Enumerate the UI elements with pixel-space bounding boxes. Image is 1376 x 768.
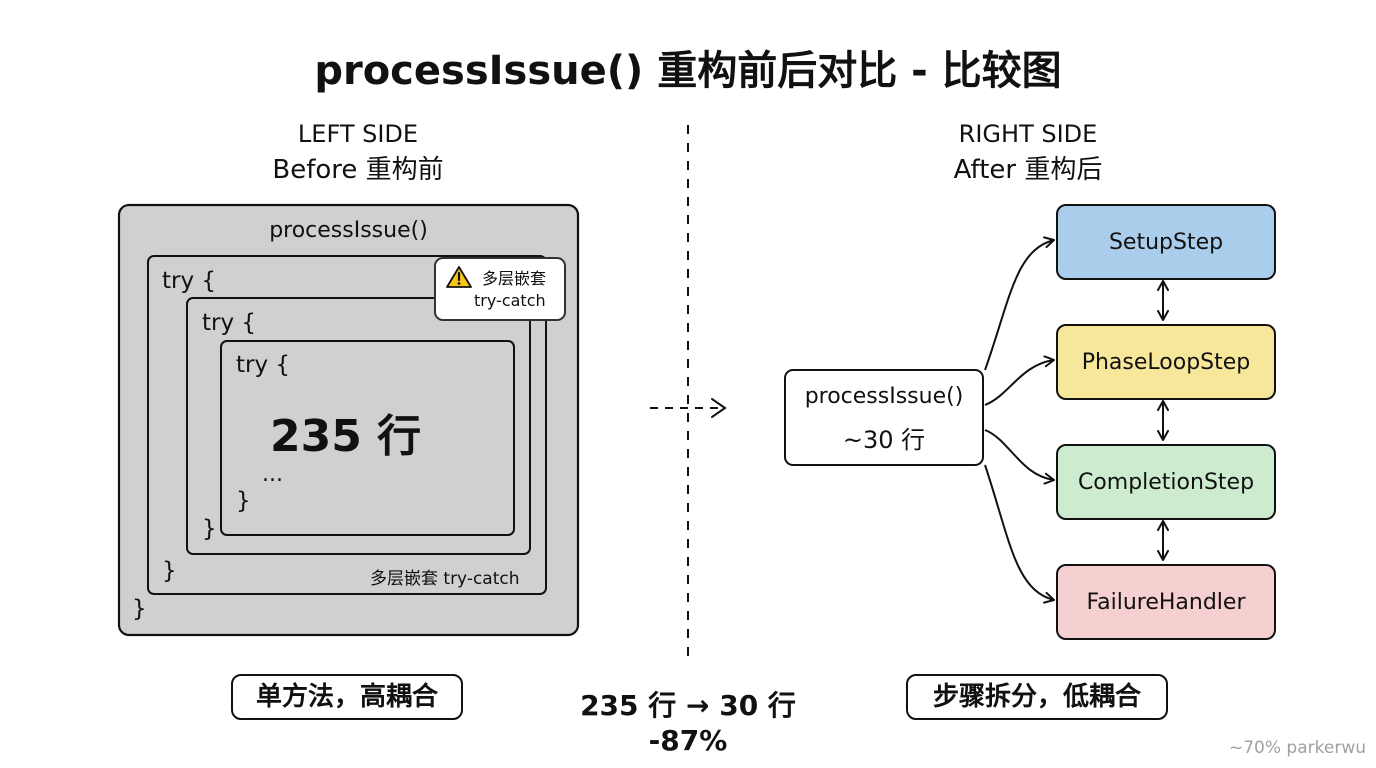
arrow-to-phaseloopstep: [984, 355, 1055, 406]
code-ellipsis: ...: [262, 462, 283, 487]
left-line-count: 235 行: [270, 411, 422, 462]
step-completion: CompletionStep: [1056, 444, 1276, 520]
left-heading-block: LEFT SIDE Before 重构前: [188, 116, 528, 188]
left-subheading: Before 重构前: [272, 155, 444, 185]
arrow-to-failurehandler: [984, 464, 1055, 604]
step-setup: SetupStep: [1056, 204, 1276, 280]
step-completion-label: CompletionStep: [1077, 469, 1255, 495]
right-summary-badge: 步骤拆分，低耦合: [906, 674, 1168, 720]
try-close-3: }: [236, 488, 251, 514]
left-method-name: processIssue(): [269, 218, 428, 243]
right-subheading: After 重构后: [953, 155, 1103, 185]
try-block-1: [147, 255, 547, 595]
step-setup-label: SetupStep: [1108, 229, 1224, 255]
left-heading: LEFT SIDE: [297, 120, 419, 148]
diagram-title: processIssue() 重构前后对比 - 比较图: [314, 48, 1062, 94]
step-phaseloop: PhaseLoopStep: [1056, 324, 1276, 400]
warning-text-line2: try-catch: [474, 291, 546, 310]
transition-arrow-head: [711, 398, 727, 418]
right-method-lines: ~30 行: [842, 426, 926, 454]
try-close-2: }: [202, 516, 217, 542]
line-reduction-text: 235 行 → 30 行: [580, 689, 796, 722]
reduction-percent: -87%: [648, 724, 728, 757]
right-heading-block: RIGHT SIDE After 重构后: [858, 116, 1198, 188]
try-block-2: [186, 297, 531, 555]
method-refactored-box: [784, 369, 984, 466]
warning-text-line1: 多层嵌套: [482, 269, 547, 288]
try-open-2: try {: [202, 310, 257, 336]
right-method-name: processIssue(): [804, 384, 964, 409]
method-close: }: [132, 596, 147, 622]
warning-note: 多层嵌套 try-catch: [434, 257, 566, 321]
watermark: ~70% parkerwu: [1229, 738, 1366, 758]
try-open-1: try {: [162, 268, 217, 294]
arrow-to-completionstep: [984, 429, 1055, 485]
right-heading: RIGHT SIDE: [958, 120, 1098, 148]
try-close-1: }: [162, 558, 177, 584]
step-failurehandler-label: FailureHandler: [1086, 589, 1246, 615]
nested-try-label: 多层嵌套 try-catch: [370, 569, 520, 589]
warning-icon: [446, 266, 472, 288]
step-phaseloop-label: PhaseLoopStep: [1081, 349, 1251, 375]
try-open-3: try {: [236, 352, 291, 378]
left-summary-badge: 单方法，高耦合: [231, 674, 463, 720]
step-failurehandler: FailureHandler: [1056, 564, 1276, 640]
try-block-3: [220, 340, 515, 536]
arrow-to-setupstep: [984, 236, 1055, 371]
